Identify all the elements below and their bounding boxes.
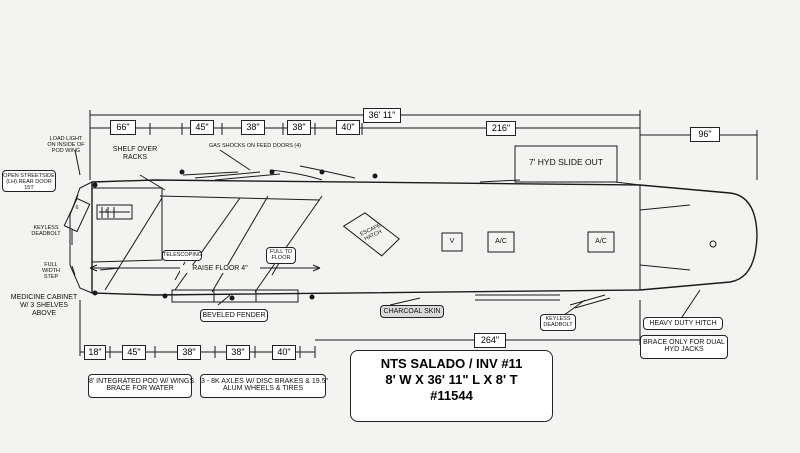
cabinet-box: [96, 204, 133, 220]
charcoal-skin-label: CHARCOAL SKIN: [380, 305, 444, 318]
axles-label: 3 - 8K AXLES W/ DISC BRAKES & 19.5" ALUM…: [200, 374, 328, 398]
hitch-point-icon: [709, 240, 717, 248]
fender-3: [255, 289, 299, 303]
lights: [92, 169, 378, 301]
ac-label-2: A/C: [595, 238, 607, 245]
dim-bottom-40: 40": [272, 345, 296, 360]
slide-out-wall: [479, 179, 641, 186]
rear-wall: [69, 181, 93, 294]
brace-dual-jacks-label: BRACE ONLY FOR DUAL HYD JACKS: [640, 335, 728, 359]
full-to-floor-label: FULL TO FLOOR: [266, 247, 296, 264]
dim-top-40: 40": [336, 120, 360, 135]
feed-door: [269, 165, 356, 181]
saddle-rack: [99, 207, 130, 218]
dim-segment-line: [90, 123, 640, 135]
dim-top-216: 216": [486, 121, 516, 136]
light-icon: [319, 169, 325, 175]
tack-room-wall: [91, 187, 163, 263]
ac-label-1: A/C: [495, 238, 507, 245]
side-step-right: [569, 294, 611, 309]
light-icon: [372, 173, 378, 179]
dim-bottom-38b: 38": [226, 345, 250, 360]
beveled-fender-label: BEVELED FENDER: [200, 309, 268, 322]
dim-bottom-264: 264": [474, 333, 506, 348]
trailer-outline: [91, 179, 758, 296]
telescoping-label: TELESCOPING: [162, 250, 202, 261]
light-icon: [229, 295, 235, 301]
dim-hitch-96: 96": [690, 127, 720, 142]
fender-2: [213, 289, 257, 303]
open-streetside-label: OPEN STREETSIDE (LH) REAR DOOR 15T: [2, 170, 56, 192]
dim-bottom-38a: 38": [177, 345, 201, 360]
load-light-label: LOAD LIGHT ON INSIDE OF POD WING: [47, 136, 85, 155]
light-icon: [92, 182, 98, 188]
light-icon: [309, 294, 315, 300]
side-panel: [475, 294, 560, 301]
medicine-cabinet-label: MEDICINE CABINET W/ 3 SHELVES ABOVE: [10, 294, 78, 317]
rear-step: [63, 197, 91, 233]
shelf-over-racks-label: SHELF OVER RACKS: [112, 146, 158, 161]
vent-box: [441, 232, 463, 252]
dim-top-38a: 38": [241, 120, 265, 135]
head-rail: [182, 171, 281, 181]
dim-bottom-45: 45": [122, 345, 146, 360]
vent-label: V: [449, 238, 455, 245]
light-icon: [269, 169, 275, 175]
dim-top-38b: 38": [287, 120, 311, 135]
raise-floor-arrow-left: [89, 264, 98, 272]
title-line-1: NTS SALADO / INV #11: [380, 356, 523, 371]
keyless-deadbolt-left-label: KEYLESS DEADBOLT: [31, 225, 61, 238]
title-block: NTS SALADO / INV #11 8' W X 36' 11" L X …: [350, 350, 553, 422]
dim-top-45: 45": [190, 120, 214, 135]
light-icon: [92, 290, 98, 296]
raise-floor-label: RAISE FLOOR 4": [180, 265, 260, 273]
dim-top-66: 66": [110, 120, 136, 135]
hitch-tongue: [639, 204, 691, 271]
slide-out-label: 7' HYD SLIDE OUT: [529, 157, 603, 167]
dim-bottom-18: 18": [84, 345, 106, 360]
title-line-2: 8' W X 36' 11" L X 8' T: [385, 372, 518, 387]
keyless-deadbolt-right-label: KEYLESS DEADBOLT: [540, 314, 576, 331]
marker-4-label: 4: [104, 209, 108, 215]
ac-box-2: [587, 231, 615, 253]
divider-4: [254, 195, 323, 293]
divider-1: [104, 197, 163, 291]
divider-3: [211, 195, 269, 293]
heavy-duty-hitch-label: HEAVY DUTY HITCH: [643, 317, 723, 330]
divider-2: [174, 197, 241, 291]
gas-shocks-label: GAS SHOCKS ON FEED DOORS (4): [208, 143, 302, 149]
light-icon: [179, 169, 185, 175]
raise-floor-arrow-right: [312, 264, 321, 272]
slide-out-box: [514, 145, 618, 183]
integrated-pod-label: 8' INTEGRATED POD W/ WINGS BRACE FOR WAT…: [88, 374, 194, 398]
ac-box-1: [487, 231, 515, 253]
fender-1: [171, 289, 215, 303]
full-width-step-label: FULL WIDTH STEP: [41, 262, 61, 281]
marker-6-label: 6: [75, 205, 79, 211]
light-icon: [162, 293, 168, 299]
escape-hatch-shape: [342, 212, 400, 257]
title-line-3: #11544: [430, 388, 473, 403]
dim-overall-length: 36' 11": [363, 108, 401, 123]
